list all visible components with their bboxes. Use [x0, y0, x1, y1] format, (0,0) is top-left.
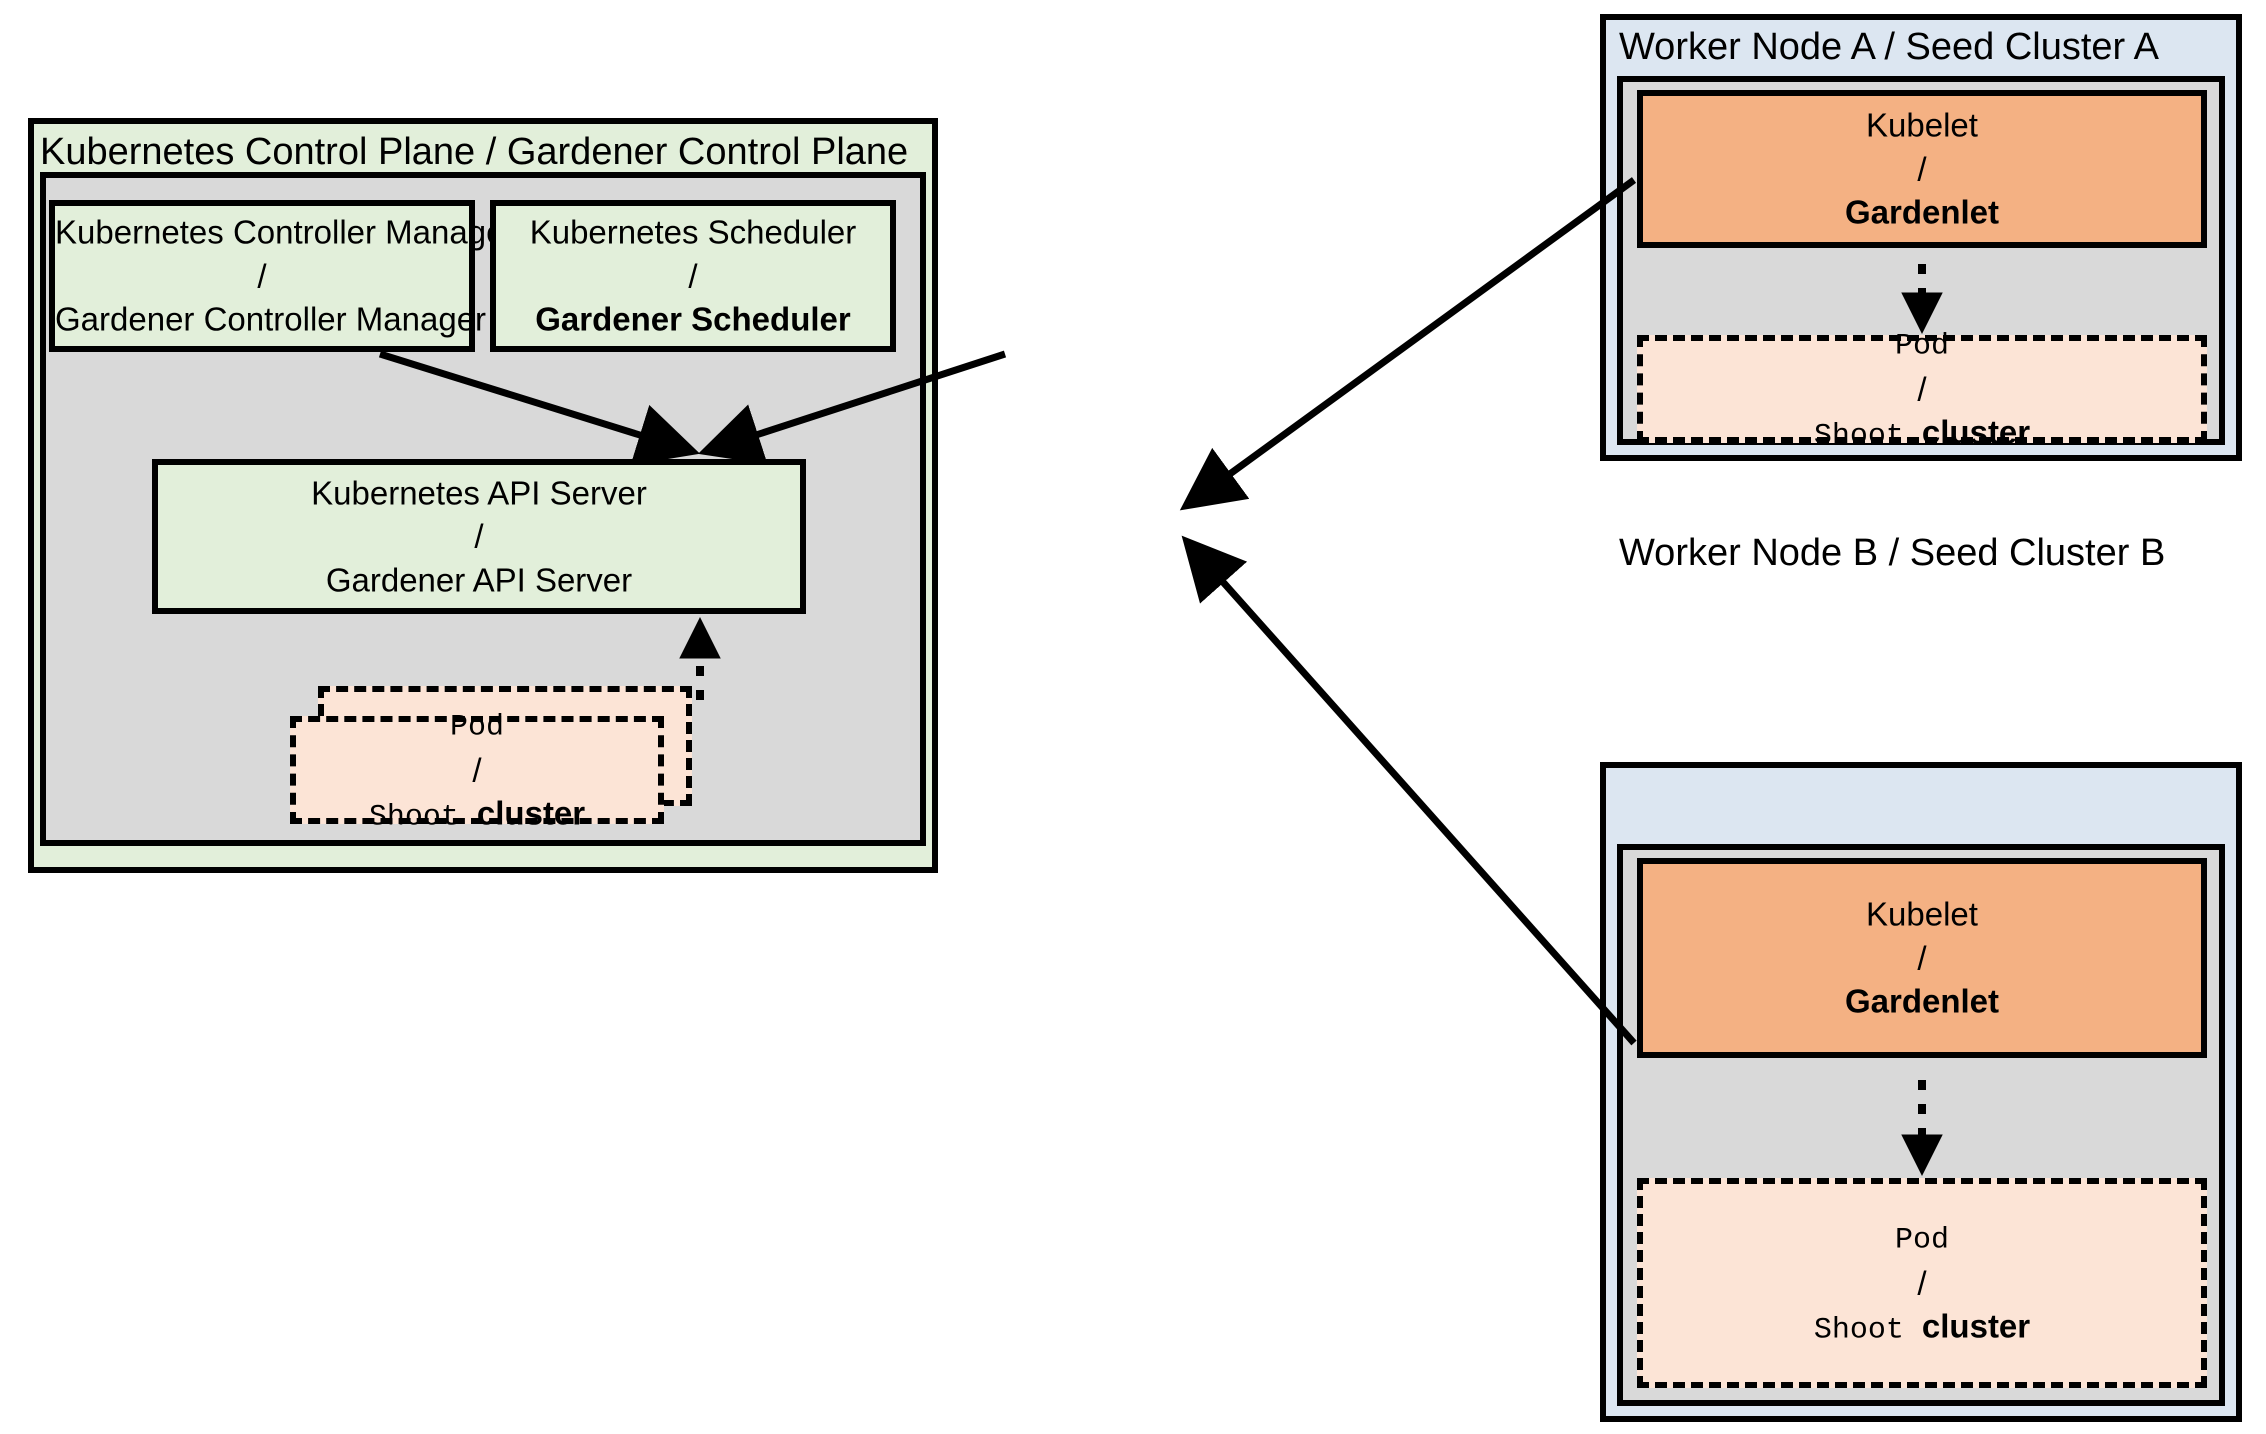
api-server-label: Kubernetes API Server / Gardener API Ser…: [158, 471, 800, 602]
arrow-gardenlet-a-to-api-server: [1179, 177, 1637, 511]
worker-node-a-kubelet-line2: Gardenlet: [1844, 193, 2000, 231]
kubernetes-api-server-box[interactable]: Kubernetes API Server / Gardener API Ser…: [152, 459, 806, 614]
control-plane-pod-label: Pod / Shoot cluster: [296, 702, 658, 839]
kubernetes-controller-manager-box[interactable]: Kubernetes Controller Manager / Gardener…: [49, 200, 515, 352]
control-plane-pod-separator: /: [472, 751, 482, 789]
worker-node-b-kubelet-line1: Kubelet: [1866, 895, 1978, 933]
control-plane-pod-line2-suffix: cluster: [476, 794, 586, 832]
worker-node-b-pod-line1: Pod: [1894, 1223, 1949, 1258]
worker-node-b-pod-line2-prefix: Shoot: [1813, 1313, 1922, 1348]
controller-manager-label: Kubernetes Controller Manager / Gardener…: [55, 211, 515, 342]
worker-node-a-kubelet-line1: Kubelet: [1866, 106, 1978, 144]
worker-node-b-pod-separator: /: [1917, 1264, 1927, 1302]
worker-node-b-kubelet-box[interactable]: Kubelet / Gardenlet: [1637, 858, 2207, 1058]
control-plane-pod-box[interactable]: Pod / Shoot cluster: [290, 711, 664, 835]
scheduler-line1: Kubernetes Scheduler: [529, 213, 857, 251]
control-plane-pod-line2: Shoot cluster: [368, 794, 586, 835]
controller-manager-separator: /: [257, 257, 267, 295]
worker-node-b-kubelet-separator: /: [1917, 939, 1927, 977]
api-server-separator: /: [474, 517, 484, 555]
control-plane-pod-line2-prefix: Shoot: [368, 800, 477, 835]
scheduler-label: Kubernetes Scheduler / Gardener Schedule…: [496, 211, 890, 342]
worker-node-a-pod-line1: Pod: [1894, 329, 1949, 364]
worker-node-b-pod-label: Pod / Shoot cluster: [1643, 1215, 2201, 1352]
control-plane-pod-line1: Pod: [449, 710, 504, 745]
worker-node-b-pod-line2-suffix: cluster: [1921, 1307, 2031, 1345]
worker-node-b-kubelet-line2: Gardenlet: [1844, 982, 2000, 1020]
worker-node-a-pod-line2: Shoot cluster: [1813, 413, 2031, 454]
worker-node-a-pod-label: Pod / Shoot cluster: [1643, 321, 2201, 458]
control-plane-title: Kubernetes Control Plane / Gardener Cont…: [40, 131, 909, 173]
kubernetes-scheduler-box[interactable]: Kubernetes Scheduler / Gardener Schedule…: [490, 200, 896, 352]
worker-node-a-pod-separator: /: [1917, 370, 1927, 408]
worker-node-a-kubelet-separator: /: [1917, 150, 1927, 188]
worker-node-a-pod-line2-prefix: Shoot: [1813, 419, 1922, 454]
api-server-line1: Kubernetes API Server: [311, 474, 647, 512]
arrow-gardenlet-b-to-api-server: [1181, 535, 1637, 1046]
worker-node-a-pod-box[interactable]: Pod / Shoot cluster: [1637, 330, 2207, 454]
worker-node-b-pod-line2: Shoot cluster: [1813, 1307, 2031, 1348]
worker-node-a-kubelet-box[interactable]: Kubelet / Gardenlet: [1637, 90, 2207, 248]
controller-manager-line1: Kubernetes Controller Manager: [55, 213, 516, 251]
worker-node-b-kubelet-label: Kubelet / Gardenlet: [1643, 893, 2201, 1024]
controller-manager-line2: Gardener Controller Manager: [55, 300, 487, 338]
api-server-line2: Gardener API Server: [325, 561, 633, 599]
worker-node-a-kubelet-label: Kubelet / Gardenlet: [1643, 104, 2201, 235]
worker-node-a-pod-line2-suffix: cluster: [1921, 413, 2031, 451]
scheduler-line2: Gardener Scheduler: [535, 300, 851, 338]
worker-node-b-title: Worker Node B / Seed Cluster B: [1619, 532, 2166, 574]
scheduler-separator: /: [688, 257, 698, 295]
worker-node-a-title: Worker Node A / Seed Cluster A: [1619, 26, 2160, 68]
worker-node-b-pod-box[interactable]: Pod / Shoot cluster: [1637, 1178, 2207, 1388]
